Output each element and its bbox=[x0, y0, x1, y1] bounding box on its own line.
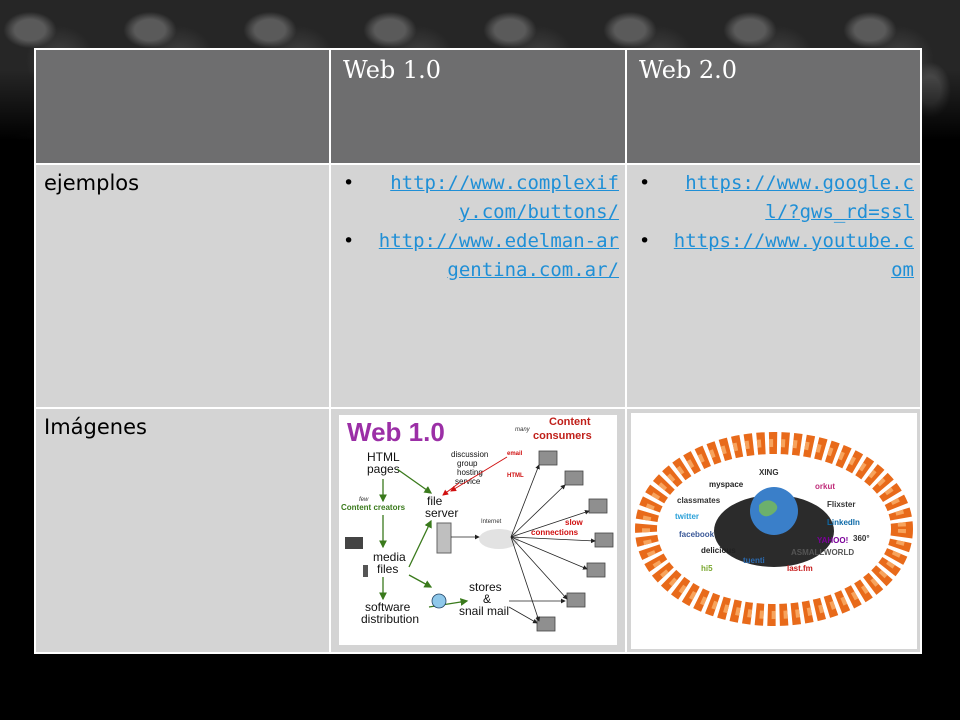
logo-twitter: twitter bbox=[675, 512, 699, 521]
web1-image-cell: Web 1.0 HTML pages discussion group host… bbox=[329, 407, 627, 654]
camera-icon bbox=[345, 537, 363, 549]
label-group: group bbox=[457, 459, 478, 468]
logo-delicious: delicious bbox=[701, 546, 736, 555]
connection-lines bbox=[451, 464, 596, 624]
globe-land bbox=[759, 500, 778, 517]
label-html: HTML bbox=[367, 450, 400, 464]
header-cell-web2: Web 2.0 bbox=[625, 48, 922, 165]
link-youtube[interactable]: https://www.youtube.com bbox=[673, 230, 914, 281]
label-internet: Internet bbox=[481, 519, 502, 525]
logo-classmates: classmates bbox=[677, 496, 721, 505]
monitor-icons bbox=[536, 450, 614, 632]
label-amp: & bbox=[483, 592, 491, 606]
label-few: few bbox=[359, 497, 369, 503]
web2-links-list: • https://www.google.cl/?gws_rd=ssl • http… bbox=[627, 165, 920, 285]
header-empty-cell bbox=[34, 48, 331, 165]
row-ejemplos: ejemplos • http://www.complexify.com/butt… bbox=[34, 163, 922, 409]
logo-yahoo: YAHOO! bbox=[817, 536, 848, 545]
link-edelman[interactable]: http://www.edelman-argentina.com.ar/ bbox=[378, 230, 619, 281]
web2-social-image: XING digg myspace orkut classmates Flixs… bbox=[631, 413, 917, 649]
web2-social-ring: XING digg myspace orkut classmates Flixs… bbox=[635, 432, 913, 626]
red-arrows bbox=[442, 456, 508, 496]
web2-links-cell: • https://www.google.cl/?gws_rd=ssl • http… bbox=[625, 163, 922, 409]
web1-diagram: Web 1.0 HTML pages discussion group host… bbox=[341, 416, 614, 632]
diagram-title: Web 1.0 bbox=[347, 417, 445, 447]
label-stores: stores bbox=[469, 580, 502, 594]
list-item: • http://www.edelman-argentina.com.ar/ bbox=[331, 227, 619, 285]
logo-360: 360° bbox=[853, 534, 870, 543]
bullet-icon: • bbox=[639, 172, 651, 194]
label-files: files bbox=[377, 562, 398, 576]
label-snail-mail: snail mail bbox=[459, 604, 509, 618]
label-pages: pages bbox=[367, 462, 400, 476]
label-service: service bbox=[455, 477, 481, 486]
label-hosting: hosting bbox=[457, 468, 483, 477]
label-discussion: discussion bbox=[451, 450, 488, 459]
list-item: • https://www.google.cl/?gws_rd=ssl bbox=[627, 169, 914, 227]
logo-flixster: Flixster bbox=[827, 500, 855, 509]
label-slow: slow bbox=[565, 518, 584, 527]
label-consumers: consumers bbox=[533, 430, 592, 442]
logo-labels: XING digg myspace orkut classmates Flixs… bbox=[675, 464, 870, 573]
header-row: Web 1.0 Web 2.0 bbox=[34, 48, 922, 165]
header-web1: Web 1.0 bbox=[343, 56, 442, 84]
web1-links-list: • http://www.complexify.com/buttons/ • htt… bbox=[331, 165, 625, 285]
bullet-icon: • bbox=[343, 230, 355, 252]
web1-diagram-image: Web 1.0 HTML pages discussion group host… bbox=[339, 415, 617, 645]
internet-cloud bbox=[479, 529, 519, 549]
label-content: Content bbox=[549, 416, 591, 428]
logo-asmallworld: ASMALLWORLD bbox=[791, 548, 854, 557]
list-item: • http://www.complexify.com/buttons/ bbox=[331, 169, 619, 227]
logo-xing: XING bbox=[759, 468, 779, 477]
label-many: many bbox=[515, 427, 531, 433]
label-content-creators: Content creators bbox=[341, 503, 406, 512]
logo-tuenti: tuenti bbox=[743, 556, 765, 565]
creator-arrows bbox=[379, 468, 469, 608]
label-server: server bbox=[425, 506, 458, 520]
header-cell-web1: Web 1.0 bbox=[329, 48, 627, 165]
bullet-icon: • bbox=[639, 230, 651, 252]
label-email: email bbox=[507, 451, 523, 457]
web2-image-cell: XING digg myspace orkut classmates Flixs… bbox=[625, 407, 922, 654]
web1-links-cell: • http://www.complexify.com/buttons/ • htt… bbox=[329, 163, 627, 409]
row-label-ejemplos: ejemplos bbox=[44, 171, 140, 195]
label-html-red: HTML bbox=[507, 473, 524, 479]
logo-myspace: myspace bbox=[709, 480, 744, 489]
row-imagenes: Imágenes Web 1.0 bbox=[34, 407, 922, 654]
header-web2: Web 2.0 bbox=[639, 56, 738, 84]
list-item: • https://www.youtube.com bbox=[627, 227, 914, 285]
link-complexify[interactable]: http://www.complexify.com/buttons/ bbox=[390, 172, 619, 223]
bullet-icon: • bbox=[343, 172, 355, 194]
comparison-table: Web 1.0 Web 2.0 ejemplos • http://www.com… bbox=[34, 48, 922, 654]
logo-hi5: hi5 bbox=[701, 564, 713, 573]
logo-linkedin: LinkedIn bbox=[827, 518, 860, 527]
label-cell-ejemplos: ejemplos bbox=[34, 163, 331, 409]
label-file: file bbox=[427, 494, 443, 508]
label-media: media bbox=[373, 550, 406, 564]
logo-lastfm: last.fm bbox=[787, 564, 813, 573]
label-distribution: distribution bbox=[361, 612, 419, 626]
server-icon bbox=[436, 522, 452, 554]
logo-orkut: orkut bbox=[815, 482, 835, 491]
label-software: software bbox=[365, 600, 411, 614]
logo-digg: digg bbox=[791, 464, 808, 473]
people-ring-highlight bbox=[642, 439, 906, 619]
label-connections: connections bbox=[531, 528, 579, 537]
cd-icon bbox=[431, 593, 447, 609]
row-label-imagenes: Imágenes bbox=[44, 415, 147, 439]
logo-facebook: facebook bbox=[679, 530, 715, 539]
link-google[interactable]: https://www.google.cl/?gws_rd=ssl bbox=[685, 172, 914, 223]
microphone-icon bbox=[363, 565, 368, 577]
label-cell-imagenes: Imágenes bbox=[34, 407, 331, 654]
